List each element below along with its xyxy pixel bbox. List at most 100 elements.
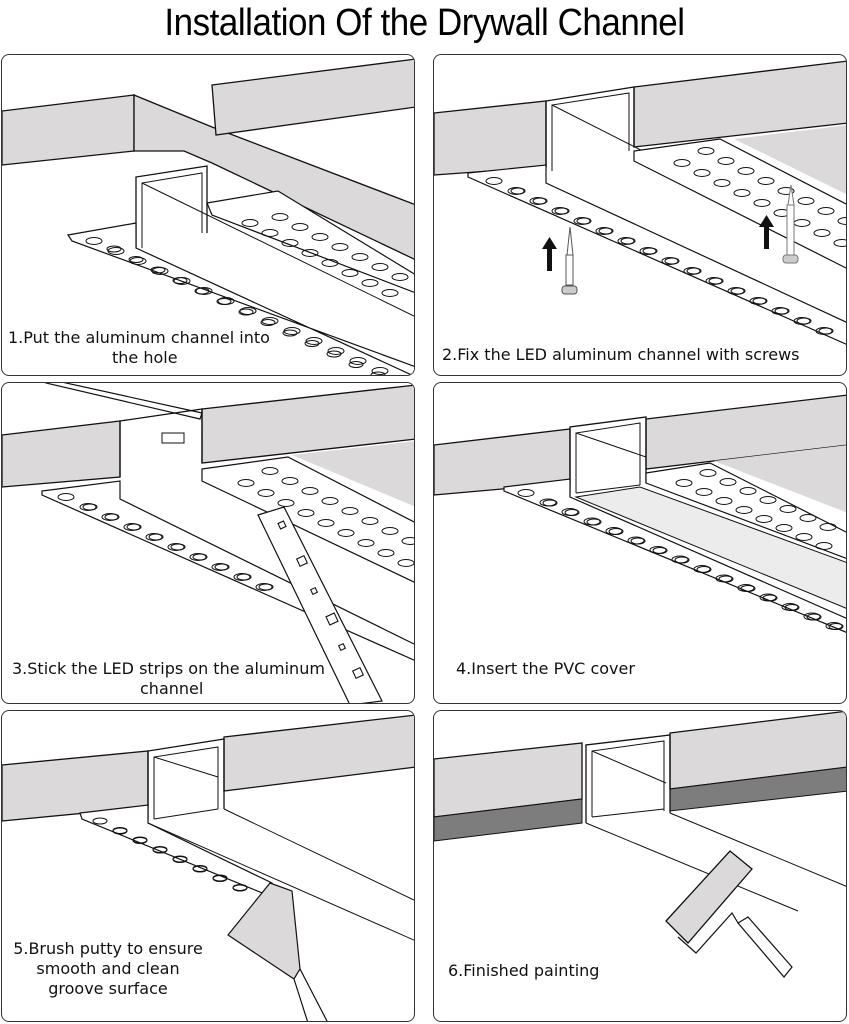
perforation-hole [695, 488, 713, 496]
perforation-hole [351, 253, 369, 261]
perforation-hole [216, 298, 232, 305]
perforated-flange-right [645, 462, 846, 559]
drywall-edge [133, 94, 414, 260]
step-2-panel: 2.Fix the LED aluminum channel with scre… [433, 54, 847, 376]
perforation-hole [311, 233, 329, 241]
perforation-hole [517, 489, 535, 497]
perforation-hole [261, 467, 279, 475]
perforation-hole [255, 583, 273, 591]
perforation-hole [145, 533, 163, 541]
step-5-panel: 5.Brush putty to ensure smooth and clean… [1, 710, 415, 1022]
perforation-hole [377, 549, 395, 557]
perforation-hole [793, 317, 811, 325]
perforation-hole [261, 317, 279, 325]
perforation-hole [806, 613, 822, 621]
perforation-hole [79, 503, 97, 511]
drywall-left [2, 94, 135, 166]
step-5-caption-line3: groove surface [48, 979, 168, 998]
perforation-hole [797, 197, 815, 205]
perforation-hole [92, 817, 108, 825]
perforation-hole [212, 875, 228, 882]
perforation-hole [784, 604, 800, 611]
perforation-hole [675, 479, 693, 487]
perforation-hole [576, 217, 592, 225]
perforation-hole [686, 267, 702, 275]
perforation-hole [598, 227, 614, 235]
perforation-hole [361, 517, 379, 525]
perforation-hole [301, 249, 319, 257]
perforation-hole [214, 563, 230, 571]
perforation-hole [281, 477, 299, 485]
perforation-hole [282, 329, 298, 337]
perforation-hole [639, 247, 657, 255]
perforation-hole [261, 229, 279, 237]
perforation-hole [106, 245, 122, 253]
perforation-hole [664, 257, 680, 265]
perforation-hole [341, 269, 359, 277]
perforation-hole [510, 187, 526, 195]
perforation-hole [337, 529, 355, 537]
perforation-hole [341, 507, 359, 515]
perforation-hole [699, 469, 717, 477]
perforation-hole [696, 566, 712, 573]
led-chip [277, 520, 287, 530]
perforation-hole [551, 207, 569, 215]
perforation-hole [608, 528, 624, 535]
perforation-hole [126, 523, 142, 531]
perforation-hole [752, 297, 768, 305]
perforation-hole [401, 537, 414, 545]
perforation-hole [753, 199, 771, 207]
perforation-hole [652, 547, 668, 554]
perforation-hole [281, 239, 299, 247]
perforation-hole [370, 371, 386, 375]
perforation-hole [529, 197, 547, 205]
painted-strip-left [434, 798, 583, 842]
perforation-hole [730, 287, 746, 295]
step-1-caption-line1: 1.Put the aluminum channel into [8, 328, 270, 347]
perforation-hole [796, 317, 812, 325]
step-1-panel: 1.Put the aluminum channel into the hole [1, 54, 415, 376]
perforation-hole [381, 289, 399, 297]
perforation-hole [150, 266, 166, 274]
pvc-cover-illustration [434, 394, 846, 633]
perforation-hole [661, 257, 679, 265]
drywall-right [223, 714, 414, 792]
perforation-hole [485, 177, 503, 185]
perforation-hole [833, 239, 846, 247]
perforation-hole [82, 503, 98, 511]
led-chip [351, 666, 365, 680]
perforation-hole [674, 556, 690, 564]
perforation-hole [717, 157, 735, 165]
perforation-hole [532, 197, 548, 205]
perforation-hole [693, 169, 711, 177]
perforation-hole [57, 493, 75, 501]
drywall-left [434, 100, 547, 176]
perforation-hole [241, 219, 259, 227]
step-5-caption-line2: smooth and clean [36, 959, 180, 978]
perforation-hole [194, 287, 210, 295]
perforation-hole [167, 543, 185, 551]
perforation-hole [238, 308, 254, 316]
perforation-hole [258, 583, 274, 591]
putty-knife-blade [227, 882, 301, 980]
perforation-hole [104, 513, 120, 521]
perforation-hole [128, 256, 144, 263]
perforation-hole [132, 837, 148, 844]
perforation-hole [774, 307, 790, 315]
perforated-flange-left [79, 804, 273, 898]
channel-into-hole-illustration [2, 58, 414, 375]
perforation-hole [733, 189, 751, 197]
perforation-hole [348, 361, 364, 368]
perforation-hole [683, 267, 701, 275]
perforation-hole [799, 514, 817, 522]
perforation-hole [757, 177, 775, 185]
screw-icon [561, 226, 578, 295]
led-strip [257, 506, 383, 703]
perforation-hole [779, 505, 797, 513]
step-4-panel: 4.Insert the PVC cover [433, 382, 847, 704]
step-3-caption-line2: channel [140, 679, 204, 698]
perforation-hole [172, 277, 188, 284]
perforation-hole [305, 337, 323, 345]
perforation-hole [148, 533, 164, 541]
perforation-hole [815, 327, 833, 335]
